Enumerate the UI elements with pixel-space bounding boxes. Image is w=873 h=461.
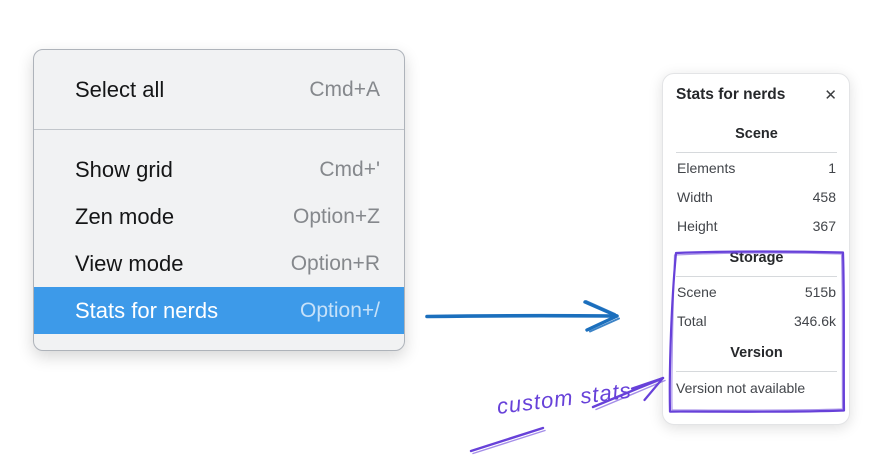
- stat-row-scene-size: Scene 515b: [676, 277, 837, 306]
- stat-label: Elements: [677, 160, 736, 176]
- stat-row-total-size: Total 346.6k: [676, 306, 837, 335]
- menu-item-stats-for-nerds[interactable]: Stats for nerds Option+/: [34, 287, 404, 334]
- menu-item-view-mode[interactable]: View mode Option+R: [34, 240, 404, 287]
- stat-value: 346.6k: [793, 313, 836, 329]
- stat-value: 1: [828, 160, 836, 176]
- menu-item-show-grid[interactable]: Show grid Cmd+': [34, 146, 404, 193]
- menu-item-label: Stats for nerds: [75, 297, 219, 323]
- stats-panel: Stats for nerds ✕ Scene Elements 1 Width…: [662, 73, 850, 425]
- stats-section-scene: Scene Elements 1 Width 458 Height 367: [676, 124, 837, 240]
- stat-value: 515b: [804, 284, 836, 300]
- stat-label: Scene: [677, 284, 717, 300]
- menu-item-label: Select all: [75, 76, 165, 102]
- blue-arrow: [425, 300, 620, 333]
- stats-panel-header: Stats for nerds ✕: [676, 86, 837, 104]
- stat-value: 458: [812, 189, 836, 205]
- section-heading: Scene: [676, 124, 837, 153]
- menu-item-label: Show grid: [75, 156, 173, 182]
- stat-row-elements: Elements 1: [676, 153, 837, 182]
- stat-value: 367: [812, 218, 836, 234]
- close-icon[interactable]: ✕: [824, 86, 837, 104]
- context-menu: Select all Cmd+A Show grid Cmd+' Zen mod…: [33, 49, 405, 351]
- menu-item-shortcut: Cmd+': [319, 157, 380, 181]
- menu-item-shortcut: Option+R: [290, 251, 380, 275]
- stat-label: Height: [677, 218, 718, 234]
- stat-label: Total: [677, 313, 707, 329]
- menu-item-zen-mode[interactable]: Zen mode Option+Z: [34, 193, 404, 240]
- stat-row-width: Width 458: [676, 182, 837, 211]
- menu-group: Show grid Cmd+' Zen mode Option+Z View m…: [34, 130, 404, 334]
- menu-item-label: Zen mode: [75, 203, 175, 229]
- menu-item-select-all[interactable]: Select all Cmd+A: [34, 50, 404, 129]
- stats-section-storage: Storage Scene 515b Total 346.6k: [676, 248, 837, 335]
- custom-stats-annotation-label: custom stats: [495, 377, 633, 419]
- stats-panel-title: Stats for nerds: [676, 86, 786, 103]
- menu-item-shortcut: Option+Z: [293, 204, 380, 228]
- stat-label: Width: [677, 189, 713, 205]
- version-status-text: Version not available: [676, 380, 806, 396]
- menu-item-shortcut: Option+/: [300, 298, 380, 322]
- purple-arrow: [469, 376, 666, 455]
- stats-section-version: Version Version not available: [676, 343, 837, 398]
- stat-row-height: Height 367: [676, 211, 837, 240]
- section-heading: Version: [676, 343, 837, 372]
- menu-divider: [34, 129, 404, 130]
- section-heading: Storage: [676, 248, 837, 277]
- menu-item-label: View mode: [75, 250, 184, 276]
- menu-item-shortcut: Cmd+A: [309, 77, 380, 101]
